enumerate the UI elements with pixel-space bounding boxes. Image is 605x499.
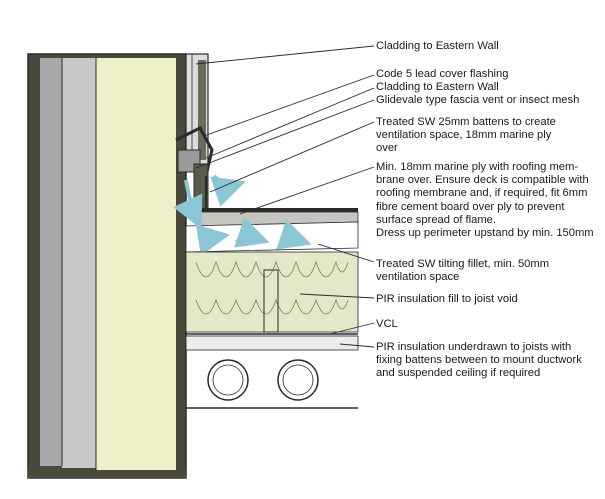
joist-void-insulation (185, 251, 359, 351)
pir-insulation (185, 251, 359, 333)
label-lead-flashing: Code 5 lead cover flashing (376, 68, 509, 80)
leader-lines (195, 45, 375, 348)
leader-cladding-eastern-wall (195, 45, 375, 65)
vent-arrow-2 (195, 224, 230, 256)
wall-insulation (96, 58, 176, 470)
joist (263, 269, 279, 333)
vent-arrow-3 (234, 217, 270, 248)
label-marine-ply: Min. 18mm marine ply with roofing mem- b… (376, 161, 594, 240)
ventilation-space (173, 174, 359, 256)
ceiling-zone (186, 359, 358, 409)
cladding-outer-batten (198, 60, 206, 160)
external-wall (27, 53, 187, 479)
duct-1 (207, 359, 249, 401)
insulation-squiggle-2 (195, 298, 349, 315)
leader-cladding-eastern-wall-2 (205, 87, 375, 159)
pir-underdrawn (185, 335, 359, 351)
label-battens: Treated SW 25mm battens to create ventil… (376, 116, 556, 155)
duct-1-inner (212, 364, 244, 396)
insulation-squiggle (195, 260, 349, 278)
wall-inner-leaf (62, 58, 96, 468)
leader-battens (209, 121, 375, 193)
wall-cavity-left (40, 58, 62, 466)
cladding (185, 53, 209, 167)
leader-vcl (329, 322, 375, 335)
label-vcl: VCL (376, 318, 398, 330)
leader-lead-flashing (203, 74, 375, 137)
duct-2-inner (282, 364, 314, 396)
label-cladding-eastern-wall: Cladding to Eastern Wall (376, 40, 499, 52)
wall-base (28, 470, 186, 478)
vent-arrow-5 (210, 174, 246, 207)
label-pir-underdrawn: PIR insulation underdrawn to joists with… (376, 341, 582, 380)
leader-pir-underdrawn (339, 343, 375, 348)
label-pir-fill: PIR insulation fill to joist void (376, 293, 518, 305)
label-cladding-eastern-wall-2: Cladding to Eastern Wall (376, 81, 499, 93)
leader-tilting-fillet (317, 243, 375, 263)
label-fascia-vent: Glidevale type fascia vent or insect mes… (376, 94, 580, 106)
leader-pir-fill (299, 293, 375, 299)
duct-2 (277, 359, 319, 401)
vent-arrow-4 (276, 219, 312, 250)
leader-marine-ply (239, 166, 375, 215)
label-tilting-fillet: Treated SW tilting fillet, min. 50mm ven… (376, 258, 550, 284)
leader-fascia-vent (195, 99, 375, 169)
vent-arrow-1 (173, 179, 203, 230)
roof-membrane (200, 208, 358, 212)
